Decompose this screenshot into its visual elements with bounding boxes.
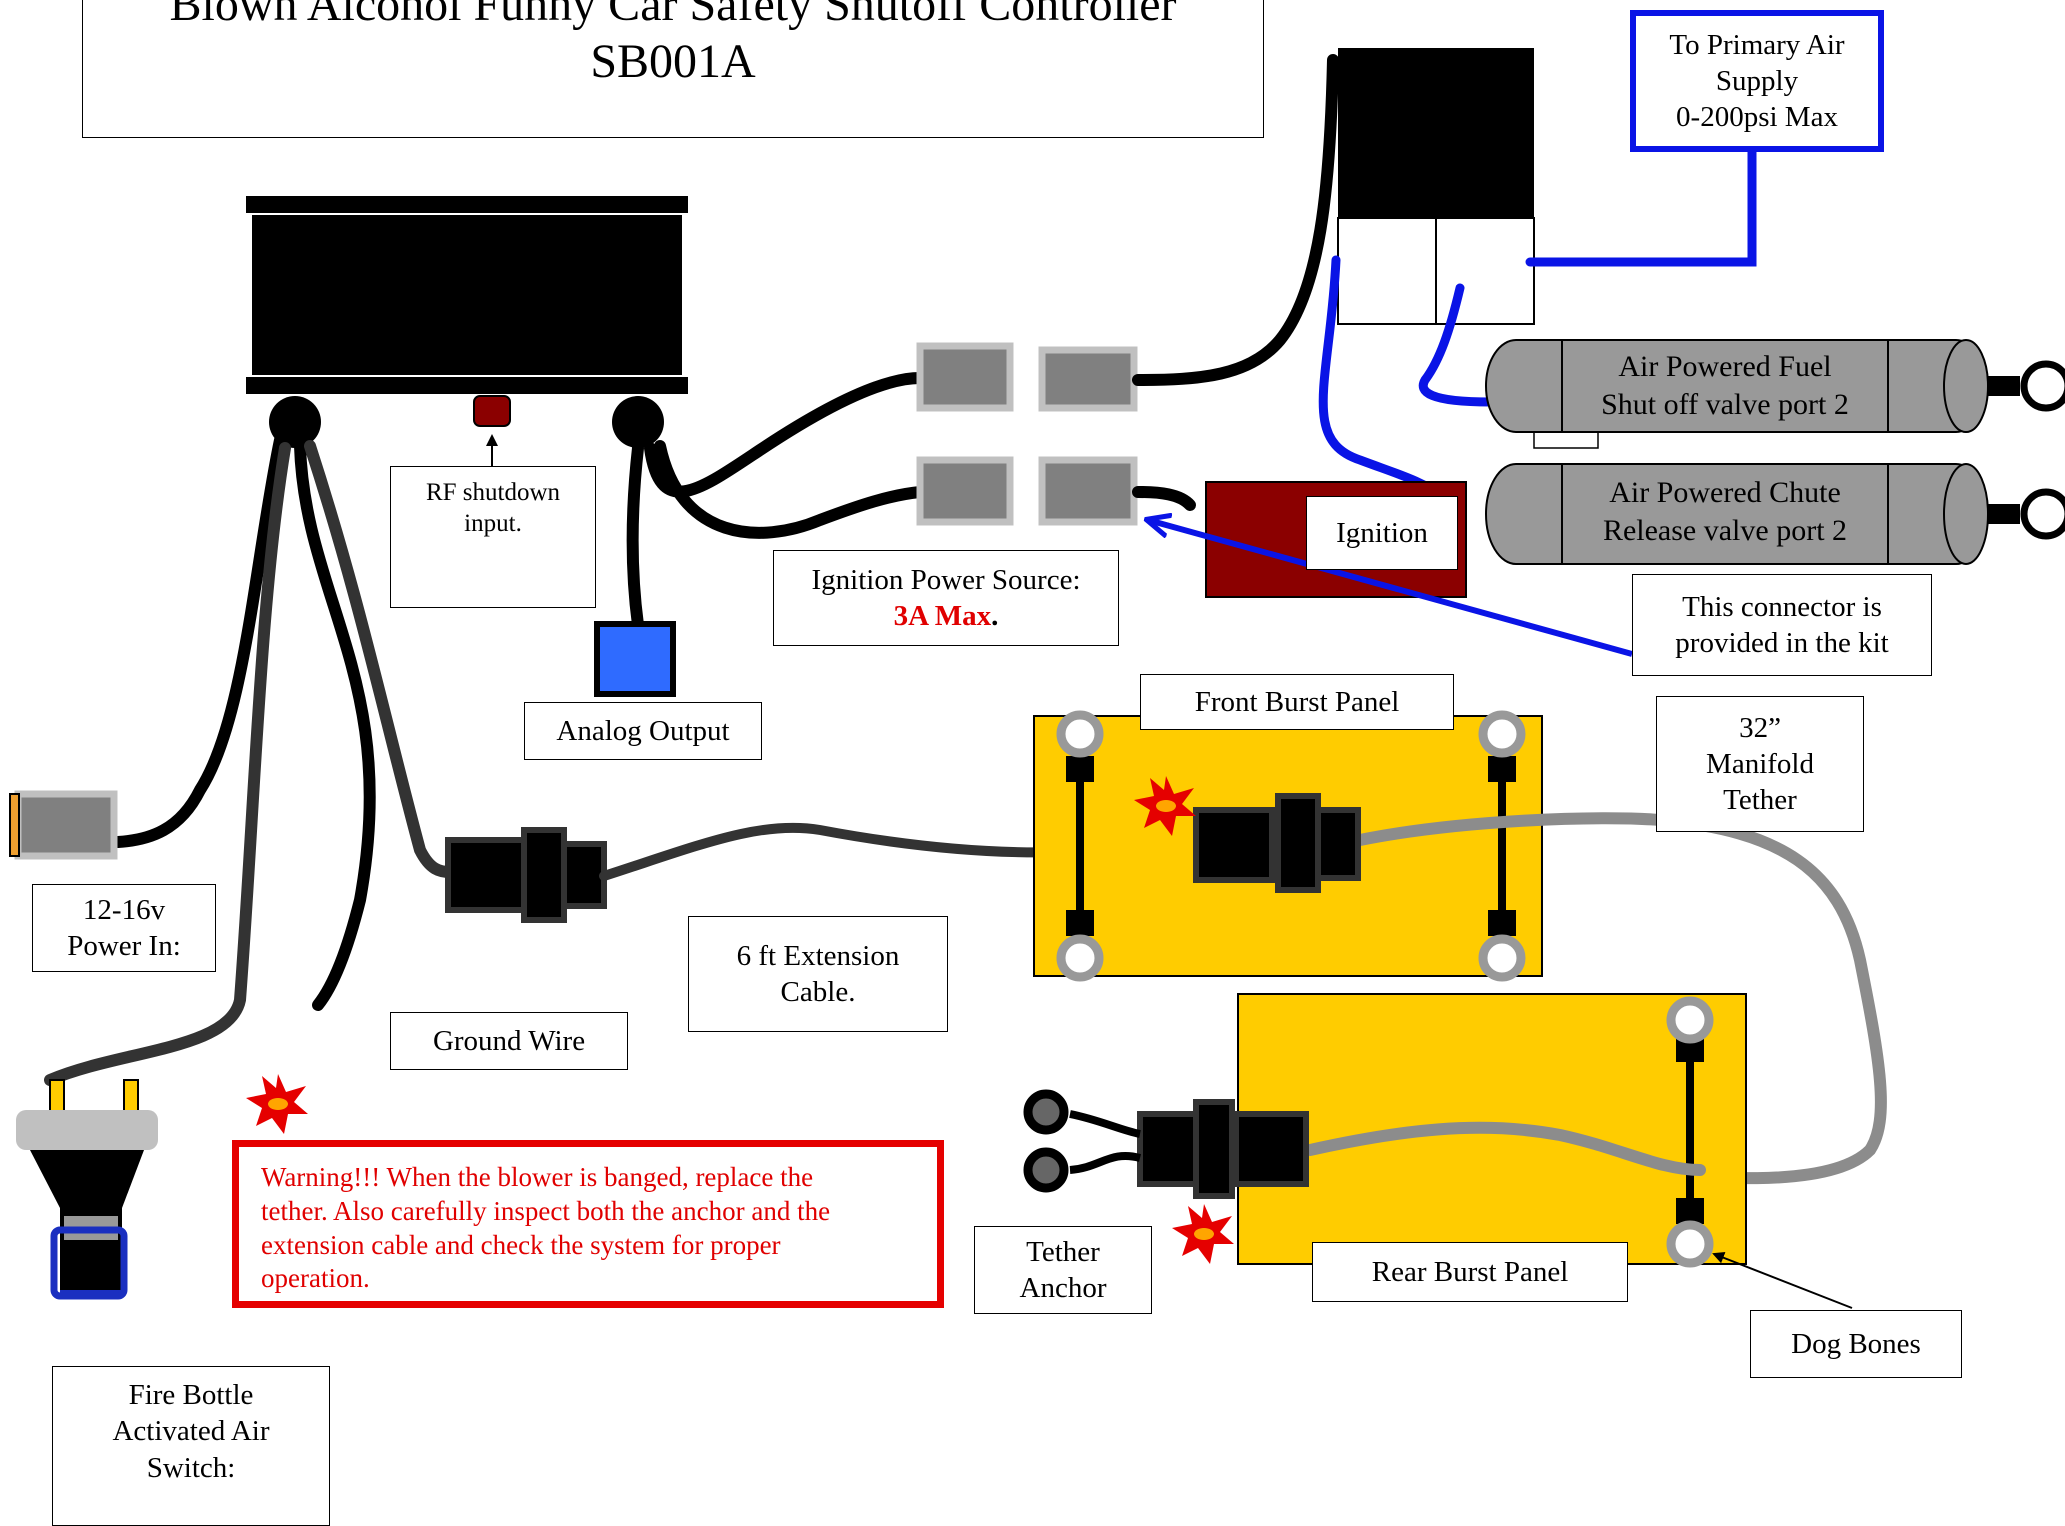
- extension-wire-source: [304, 440, 456, 878]
- title-line1: Blown Alcohol Funny Car Safety Shutoff C…: [169, 0, 1177, 31]
- analog-output-label: Analog Output: [524, 702, 762, 760]
- rear-dog-bone: [1666, 996, 1714, 1268]
- analog-wire: [626, 442, 644, 631]
- power-in-label: 12-16v Power In:: [32, 884, 216, 972]
- warning-box: Warning!!! When the blower is banged, re…: [232, 1140, 944, 1308]
- ignition-wire-lower: [654, 440, 926, 539]
- ignition-label: Ignition: [1306, 496, 1458, 570]
- power-plug: [9, 790, 118, 860]
- dog-bones-label: Dog Bones: [1750, 1310, 1962, 1378]
- ground-wire: [294, 440, 376, 1011]
- rf-shutdown-label: RF shutdown input.: [390, 466, 596, 608]
- chute-valve-label: Air Powered Chute Release valve port 2: [1602, 476, 1848, 548]
- front-tether-connector: [1193, 793, 1361, 893]
- connector-note: This connector is provided in the kit: [1632, 574, 1932, 676]
- explosion-icon: [246, 1074, 308, 1134]
- ignition-power-label: Ignition Power Source: 3A Max.: [773, 550, 1119, 646]
- front-dog-bone-left: [1056, 710, 1104, 982]
- rear-tether-connector: [1137, 1099, 1309, 1199]
- ignition-box-wire: [1132, 486, 1196, 511]
- rf-input-plug: [473, 395, 511, 427]
- fuel-valve: [1485, 339, 2065, 449]
- power-wire: [112, 434, 286, 848]
- ground-wire-label: Ground Wire: [390, 1012, 628, 1070]
- rear-burst-panel-label: Rear Burst Panel: [1312, 1242, 1628, 1302]
- ignition-connector-top: [916, 342, 1138, 412]
- rear-tether-run: [1304, 1121, 1706, 1176]
- analog-output-plug: [594, 621, 676, 697]
- manifold-tether-label: 32” Manifold Tether: [1656, 696, 1864, 832]
- fire-bottle-wire: [44, 442, 291, 1086]
- current-limit: 3A Max: [893, 600, 992, 632]
- solenoid-wire: [1132, 54, 1339, 386]
- tether-anchor-label: Tether Anchor: [974, 1226, 1152, 1314]
- right-connector: [612, 396, 664, 448]
- fire-bottle-label: Fire Bottle Activated Air Switch:: [52, 1366, 330, 1526]
- chute-valve: [1485, 463, 2065, 565]
- tether-anchor: [1023, 1089, 1142, 1193]
- fire-bottle-switch: [16, 1079, 158, 1300]
- ignition-connector-bottom: [916, 456, 1138, 526]
- title-line2: SB001A: [590, 34, 756, 88]
- extension-cable-label: 6 ft Extension Cable.: [688, 916, 948, 1032]
- air-solenoid: [1337, 48, 1535, 325]
- extension-connector: [445, 827, 607, 923]
- front-dog-bone-right: [1478, 710, 1526, 982]
- air-supply-label: To Primary Air Supply 0-200psi Max: [1630, 10, 1884, 152]
- explosion-icon: [1134, 776, 1196, 836]
- explosion-icon: [1172, 1204, 1234, 1264]
- ignition-wire-upper: [644, 372, 926, 498]
- fuel-valve-label: Air Powered Fuel Shut off valve port 2: [1601, 350, 1849, 422]
- front-burst-panel-label: Front Burst Panel: [1140, 674, 1454, 730]
- dog-bones-arrow: [1712, 1252, 1853, 1309]
- title-box: Blown Alcohol Funny Car Safety Shutoff C…: [82, 0, 1264, 138]
- controller-box: [246, 196, 688, 394]
- connector-arrow: [1148, 520, 1633, 657]
